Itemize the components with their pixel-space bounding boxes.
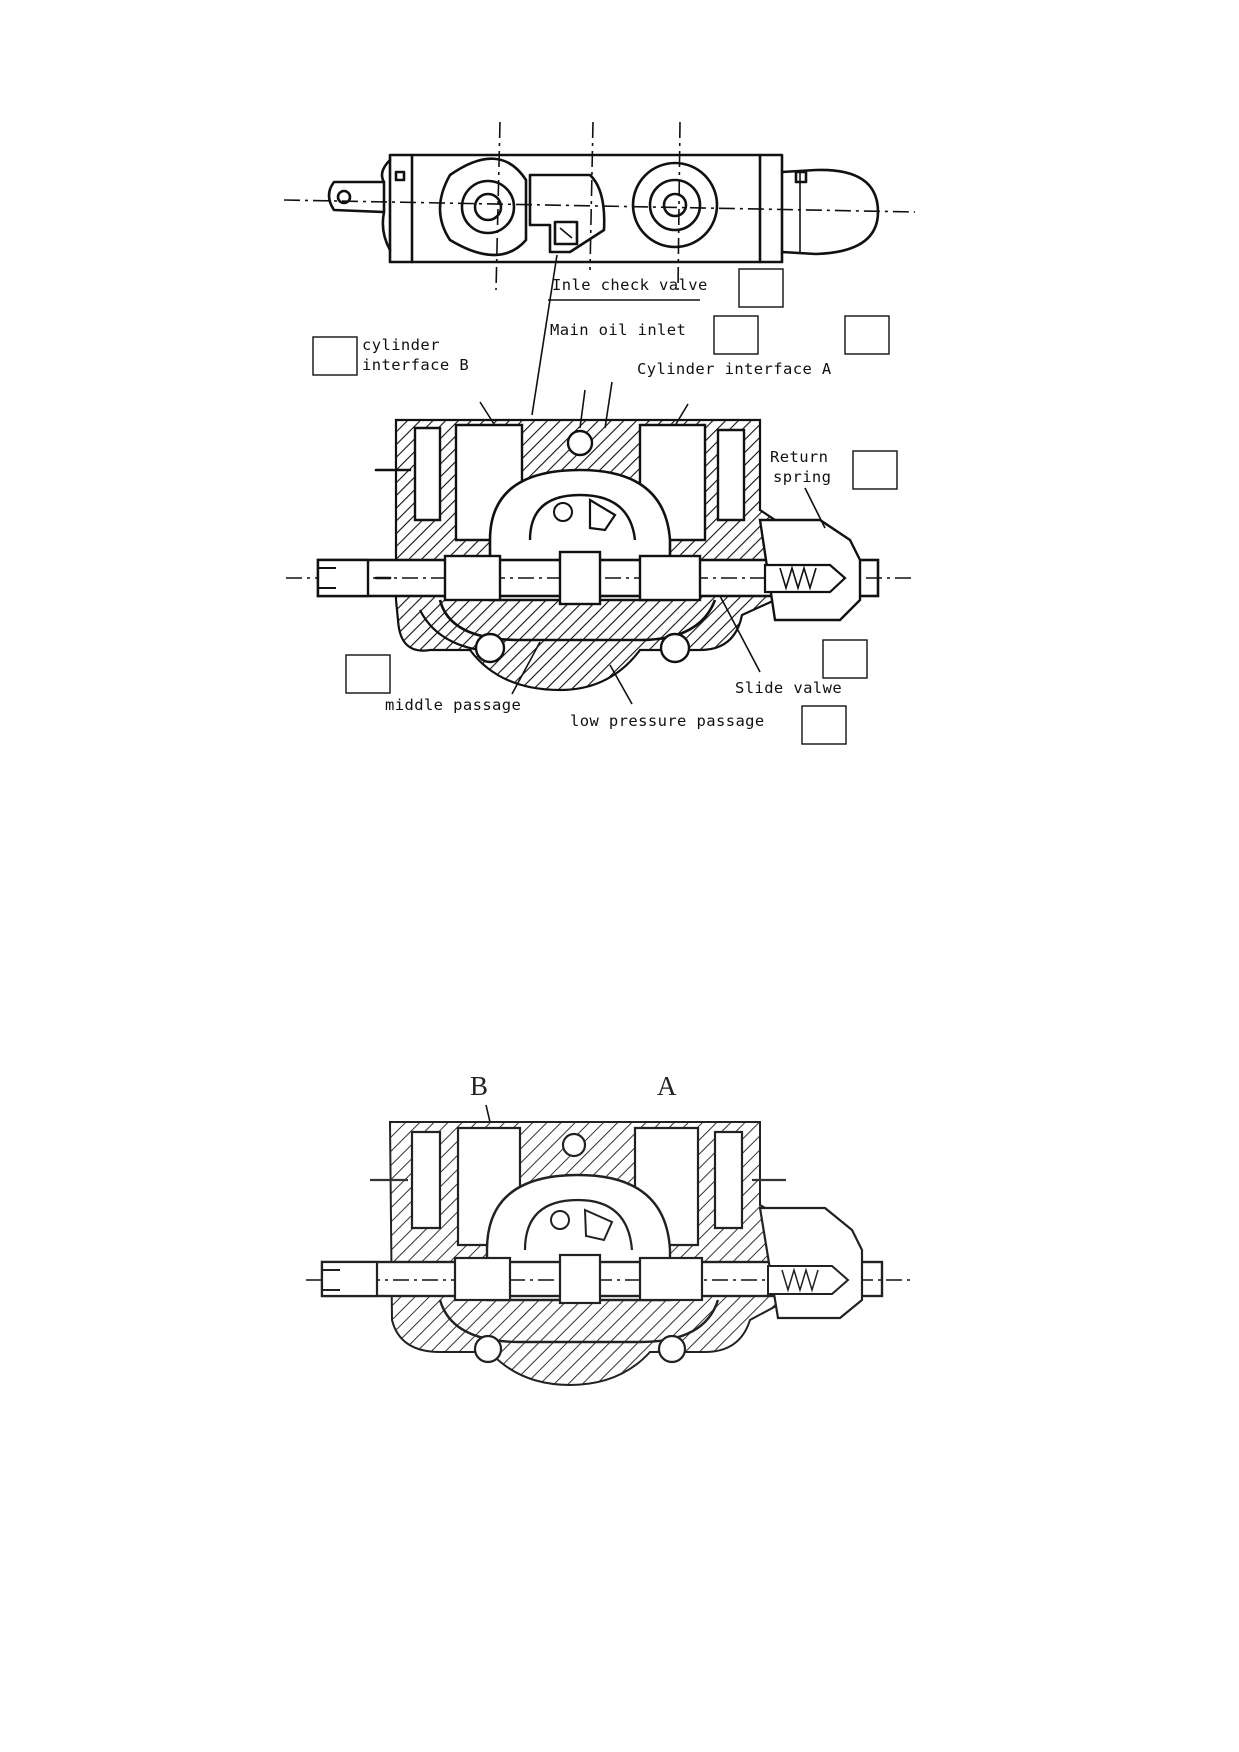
label-slide-valve: Slide valwe bbox=[735, 679, 842, 697]
port-label-b: B bbox=[470, 1071, 488, 1101]
label-low-pressure-passage: low pressure passage bbox=[570, 712, 765, 730]
label-cylinder-interface-b-line1: cylinder bbox=[362, 336, 440, 354]
valve-section-view-ports bbox=[306, 1104, 915, 1387]
label-cylinder-interface-b-line2: interface B bbox=[362, 356, 469, 374]
answer-box-main-oil-inlet[interactable] bbox=[713, 315, 759, 355]
label-return-spring-line2: spring bbox=[773, 468, 831, 486]
label-inlet-check-valve: Inle check valve bbox=[552, 276, 708, 294]
answer-box-middle-passage[interactable] bbox=[345, 654, 391, 694]
label-cylinder-interface-a: Cylinder interface A bbox=[637, 360, 832, 378]
label-return-spring-line1: Return bbox=[770, 448, 828, 466]
answer-box-slide-valve[interactable] bbox=[822, 639, 868, 679]
answer-box-return-spring[interactable] bbox=[852, 450, 898, 490]
valve-top-view bbox=[283, 121, 916, 416]
answer-box-low-pressure-passage[interactable] bbox=[801, 705, 847, 745]
answer-box-inlet-check-valve[interactable] bbox=[738, 268, 784, 308]
label-main-oil-inlet: Main oil inlet bbox=[550, 321, 686, 339]
answer-box-cylinder-interface-a[interactable] bbox=[844, 315, 890, 355]
port-label-a: A bbox=[657, 1071, 677, 1101]
label-middle-passage: middle passage bbox=[385, 696, 521, 714]
answer-box-cylinder-interface-b[interactable] bbox=[312, 336, 358, 376]
valve-section-view-labeled bbox=[286, 381, 915, 705]
